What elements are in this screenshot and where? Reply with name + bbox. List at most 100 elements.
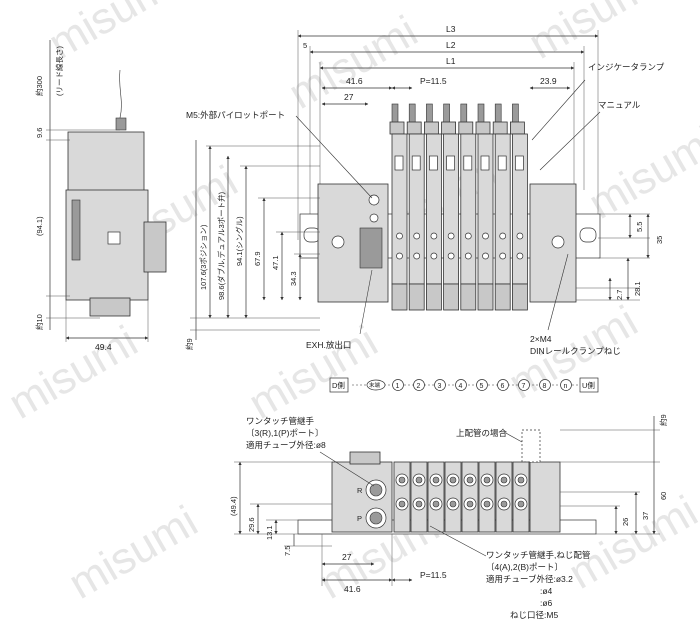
callout-exh: EXH.放出口 bbox=[306, 340, 351, 350]
dim-L1: L1 bbox=[446, 56, 456, 66]
svg-text:末端: 末端 bbox=[369, 381, 381, 389]
dim-5-5: 5.5 bbox=[635, 222, 644, 232]
dim-67-9: 67.9 bbox=[253, 251, 262, 266]
valve-station bbox=[441, 103, 460, 311]
dim-9-6: 9.6 bbox=[35, 128, 44, 138]
station-marker: 8 bbox=[539, 379, 551, 391]
station-marker: 4 bbox=[455, 379, 467, 391]
station-number: 1 bbox=[396, 383, 400, 390]
station-marker: 1 bbox=[392, 379, 404, 391]
dim-23-9: 23.9 bbox=[540, 76, 557, 86]
bottom-station bbox=[427, 461, 445, 533]
dim-10: 約10 bbox=[34, 314, 44, 330]
label-r: R bbox=[357, 486, 363, 495]
dim-60: 60 bbox=[659, 492, 668, 500]
upper-piping-outline bbox=[521, 429, 541, 463]
dim-94-1-left: (94.1) bbox=[35, 216, 44, 236]
station-number: 6 bbox=[501, 383, 505, 390]
callout-fitting-title: ワンタッチ管継手,ねじ配管 bbox=[486, 550, 590, 560]
dim-27-top: 27 bbox=[344, 92, 354, 102]
station-marker: n bbox=[560, 379, 572, 391]
valve-station bbox=[458, 103, 477, 311]
callout-din-clamp: DINレールクランプねじ bbox=[530, 346, 621, 356]
side-bottom-fittings bbox=[89, 297, 131, 317]
callout-upper-piping: 上配管の場合 bbox=[456, 428, 508, 438]
side-fittings bbox=[143, 221, 167, 273]
u-side-label: U側 bbox=[582, 380, 595, 390]
station-marker: 6 bbox=[497, 379, 509, 391]
callout-pilot-port: M5:外部パイロットポート bbox=[186, 110, 285, 120]
side-view: 約300 (リード線長さ) 9.6 (94.1) 約10 49.4 bbox=[34, 40, 167, 352]
bottom-station bbox=[495, 461, 513, 533]
bottom-stations bbox=[393, 461, 530, 533]
dim-27-bottom: 27 bbox=[342, 552, 352, 562]
station-number: 3 bbox=[438, 383, 442, 390]
callout-fitting-d4: :ø4 bbox=[540, 586, 553, 596]
din-clamp-screw-right bbox=[551, 235, 565, 249]
callout-onetouch: ワンタッチ管継手 bbox=[246, 416, 315, 426]
label-p: P bbox=[357, 514, 362, 523]
bottom-station bbox=[461, 461, 479, 533]
dim-29-6: 29.6 bbox=[247, 517, 256, 532]
station-circles: 1 2 3 4 5 6 7 8 n bbox=[392, 379, 572, 391]
dim-28-1: 28.1 bbox=[633, 281, 642, 296]
dim-L2: L2 bbox=[446, 40, 456, 50]
dim-94-1: 94.1(シングル) bbox=[234, 216, 244, 266]
din-clamp-screw-left bbox=[331, 235, 345, 249]
dim-49-4: 49.4 bbox=[95, 342, 112, 352]
dim-2-7: 2.7 bbox=[615, 290, 624, 300]
station-marker: 5 bbox=[476, 379, 488, 391]
station-number: 4 bbox=[459, 383, 463, 390]
dim-107-6: 107.6(3ポジション) bbox=[199, 224, 208, 290]
valve-stations bbox=[389, 103, 528, 311]
dim-pitch-top: P=11.5 bbox=[420, 76, 447, 86]
callout-din-qty: 2×M4 bbox=[530, 334, 552, 344]
d-side-box bbox=[329, 377, 349, 393]
side-rail bbox=[71, 199, 81, 261]
dim-7-5: 7.5 bbox=[283, 546, 292, 556]
dim-9-bottom: 約9 bbox=[658, 414, 668, 426]
valve-station bbox=[423, 103, 442, 311]
bottom-station bbox=[478, 461, 496, 533]
dim-lead-length: 約300 bbox=[34, 76, 44, 96]
dim-98-6: 98.6(ダブル,デュアル3ポート弁) bbox=[216, 191, 226, 300]
station-marker: 7 bbox=[518, 379, 530, 391]
svg-text:misumi: misumi bbox=[521, 0, 666, 69]
callout-manual: マニュアル bbox=[598, 100, 641, 110]
dim-pitch-bottom: P=11.5 bbox=[420, 570, 447, 580]
bottom-station bbox=[444, 461, 462, 533]
dim-5-top: 5 bbox=[303, 41, 307, 50]
manifold-main-view: L3 L2 L1 5 41.6 P=11.5 23.9 27 bbox=[184, 24, 665, 356]
exh-muffler bbox=[359, 227, 383, 269]
svg-text:misumi: misumi bbox=[561, 487, 700, 599]
pilot-port-2 bbox=[369, 213, 379, 223]
station-marker: 2 bbox=[413, 379, 425, 391]
station-number: 8 bbox=[543, 383, 547, 390]
dim-49-4-bottom: (49.4) bbox=[229, 496, 238, 516]
dim-26: 26 bbox=[621, 518, 630, 526]
lead-wire bbox=[119, 69, 122, 119]
bottom-station bbox=[410, 461, 428, 533]
callout-ports-rp: 〔3(R),1(P)ポート〕 bbox=[246, 428, 323, 438]
dim-41-6-bottom: 41.6 bbox=[344, 584, 361, 594]
bottom-end-top bbox=[349, 451, 381, 465]
station-number: 5 bbox=[480, 383, 484, 390]
svg-text:misumi: misumi bbox=[61, 497, 206, 609]
dim-35: 35 bbox=[655, 236, 664, 244]
callout-fitting-tube: 適用チューブ外径:ø3.2 bbox=[486, 574, 573, 584]
bottom-station bbox=[512, 461, 530, 533]
bottom-view: R P ワンタッチ管継手 〔3(R),1(P)ポート〕 適用チューブ外径:ø8 … bbox=[229, 414, 668, 620]
dim-41-6: 41.6 bbox=[346, 76, 363, 86]
valve-station bbox=[492, 103, 511, 311]
station-number: n bbox=[564, 383, 568, 390]
valve-station bbox=[406, 103, 425, 311]
din-slot-right bbox=[579, 227, 597, 243]
callout-fitting-thread: ねじ口径:M5 bbox=[510, 610, 558, 620]
callout-fitting-d6: :ø6 bbox=[540, 598, 553, 608]
station-number: 7 bbox=[522, 383, 526, 390]
side-body-upper bbox=[67, 131, 145, 193]
valve-station bbox=[389, 103, 408, 311]
dim-13-1: 13.1 bbox=[265, 525, 274, 540]
